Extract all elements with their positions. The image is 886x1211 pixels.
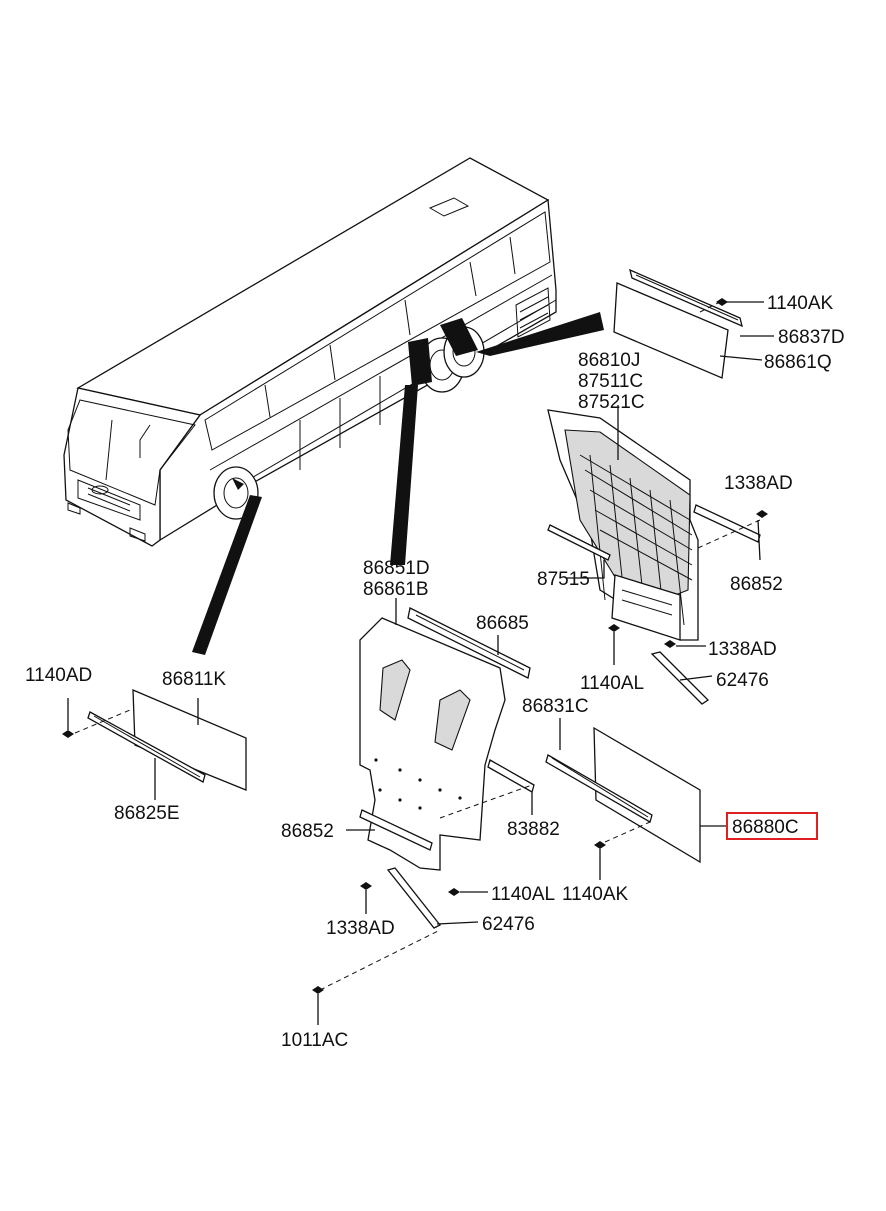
label-86825E[interactable]: 86825E bbox=[114, 803, 180, 824]
rear-lower-flap-group bbox=[545, 718, 728, 880]
label-1338AD-mid[interactable]: 1338AD bbox=[708, 639, 777, 660]
label-86861B[interactable]: 86861B bbox=[363, 579, 429, 600]
label-62476-center[interactable]: 62476 bbox=[482, 914, 535, 935]
label-86852-center[interactable]: 86852 bbox=[281, 821, 334, 842]
label-1338AD-right[interactable]: 1338AD bbox=[724, 473, 793, 494]
label-86880C[interactable]: 86880C bbox=[732, 817, 799, 838]
label-86861Q[interactable]: 86861Q bbox=[764, 352, 832, 373]
bolt-icon bbox=[716, 298, 764, 306]
front-flap-group bbox=[62, 689, 247, 800]
label-1338AD-center[interactable]: 1338AD bbox=[326, 918, 395, 939]
rear-flap-panel-group bbox=[613, 268, 774, 379]
bus-illustration bbox=[63, 157, 604, 655]
right-mudguard-group bbox=[547, 405, 768, 705]
label-86831C[interactable]: 86831C bbox=[522, 696, 589, 717]
label-86810J[interactable]: 86810J bbox=[578, 350, 640, 371]
label-1140AK[interactable]: 1140AK bbox=[767, 293, 834, 314]
label-87515[interactable]: 87515 bbox=[537, 569, 590, 590]
label-86852-right[interactable]: 86852 bbox=[730, 574, 783, 595]
part-labels: 1140AK 86837D 86861Q 86810J 87511C 87521… bbox=[25, 293, 845, 1051]
label-86851D[interactable]: 86851D bbox=[363, 558, 430, 579]
label-86685[interactable]: 86685 bbox=[476, 613, 529, 634]
label-87511C[interactable]: 87511C bbox=[578, 371, 643, 392]
label-62476-right[interactable]: 62476 bbox=[716, 670, 769, 691]
label-1140AK-center[interactable]: 1140AK bbox=[562, 884, 629, 905]
label-83882[interactable]: 83882 bbox=[507, 819, 560, 840]
label-1140AD[interactable]: 1140AD bbox=[25, 665, 92, 686]
label-86811K[interactable]: 86811K bbox=[162, 669, 226, 690]
label-1011AC[interactable]: 1011AC bbox=[281, 1030, 348, 1051]
highlight-box bbox=[726, 812, 818, 840]
label-1140AL-right[interactable]: 1140AL bbox=[580, 673, 644, 694]
label-86837D[interactable]: 86837D bbox=[778, 327, 845, 348]
center-mudguard-group bbox=[312, 598, 535, 1025]
label-1140AL-center[interactable]: 1140AL bbox=[491, 884, 555, 905]
label-87521C[interactable]: 87521C bbox=[578, 392, 645, 413]
